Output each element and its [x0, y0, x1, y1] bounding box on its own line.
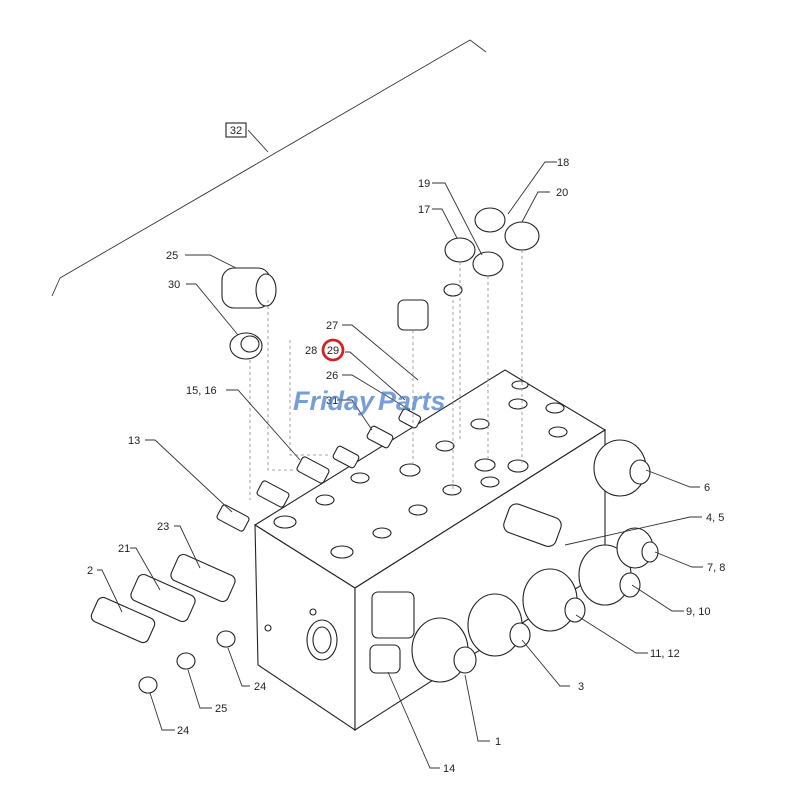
callout-15-16: 15, 16 [186, 385, 217, 397]
solenoid-4-5 [503, 503, 562, 547]
solenoid-11-12 [522, 568, 586, 632]
callout-14: 14 [443, 763, 455, 775]
callout-29: 29 [327, 345, 339, 357]
callout-17: 17 [418, 204, 430, 216]
solenoid-3 [467, 593, 531, 657]
top-ports [273, 380, 568, 559]
leader-lines [97, 161, 703, 769]
callout-23: 23 [157, 521, 169, 533]
callout-31: 31 [326, 395, 338, 407]
callout-11-12: 11, 12 [650, 648, 680, 660]
side-fittings [216, 408, 422, 532]
solenoid-valves [369, 439, 659, 683]
callout-18: 18 [557, 157, 569, 169]
solenoid-1 [371, 591, 477, 683]
callout-labels: 32 18 19 20 17 25 30 27 28 29 26 31 15, … [87, 122, 725, 775]
callout-24-right: 24 [254, 681, 266, 693]
watermark-parts: Parts [378, 386, 446, 416]
callout-32: 32 [230, 125, 242, 137]
assembly-bracket [51, 39, 487, 297]
callout-box-32 [225, 122, 247, 138]
callout-24-bottom: 24 [177, 725, 189, 737]
callout-9-10: 9, 10 [686, 606, 710, 618]
callout-25-bottom: 25 [215, 703, 227, 715]
callout-30: 30 [168, 279, 180, 291]
callout-21: 21 [118, 543, 130, 555]
solenoid-9-10 [578, 544, 641, 606]
callout-27: 27 [326, 320, 338, 332]
callout-3: 3 [578, 681, 584, 693]
callout-20: 20 [556, 187, 568, 199]
solenoid-6 [593, 439, 651, 497]
callout-1: 1 [495, 736, 501, 748]
callout-19: 19 [418, 178, 430, 190]
watermark-friday: Friday [293, 386, 376, 416]
callout-13: 13 [128, 435, 140, 447]
explosion-lines [249, 250, 523, 500]
callout-6: 6 [704, 482, 710, 494]
callout-26: 26 [326, 370, 338, 382]
callout-7-8: 7, 8 [707, 562, 725, 574]
solenoid-7-8 [616, 527, 659, 569]
callout-28: 28 [305, 345, 317, 357]
callout-2: 2 [87, 565, 93, 577]
highlight-circle [321, 338, 345, 362]
callout-25-top: 25 [166, 250, 178, 262]
loose-parts [90, 207, 540, 694]
solenoid-14 [369, 644, 401, 674]
callout-4-5: 4, 5 [706, 512, 724, 524]
